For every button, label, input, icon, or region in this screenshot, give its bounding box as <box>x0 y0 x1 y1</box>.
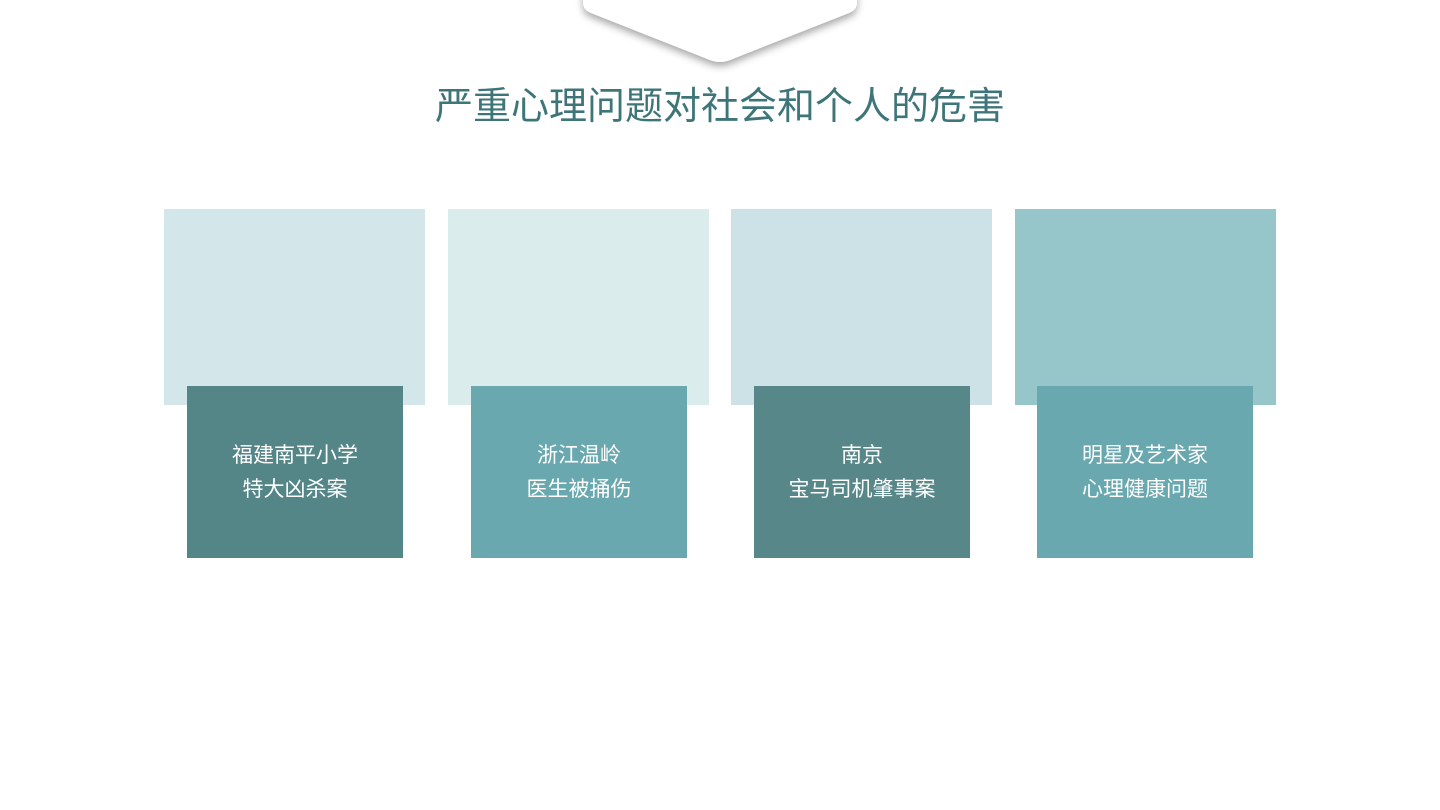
card-background <box>164 209 425 405</box>
card-background <box>731 209 992 405</box>
card-background <box>448 209 709 405</box>
card-label-line1: 福建南平小学 <box>232 443 358 467</box>
card-background <box>1015 209 1276 405</box>
card-label-line2: 宝马司机肇事案 <box>788 477 936 501</box>
card-label-line1: 明星及艺术家 <box>1082 443 1208 467</box>
card-label: 明星及艺术家 心理健康问题 <box>1037 386 1253 558</box>
card-label-line1: 南京 <box>841 443 883 467</box>
card-label: 南京 宝马司机肇事案 <box>754 386 970 558</box>
card-label-line2: 医生被捅伤 <box>526 477 632 501</box>
card-label-line1: 浙江温岭 <box>537 443 621 467</box>
card-label-line2: 特大凶杀案 <box>242 477 348 501</box>
card-label: 福建南平小学 特大凶杀案 <box>187 386 403 558</box>
page-title: 严重心理问题对社会和个人的危害 <box>434 84 1005 128</box>
top-tab-decoration <box>583 0 857 64</box>
card-label: 浙江温岭 医生被捅伤 <box>471 386 687 558</box>
card-label-line2: 心理健康问题 <box>1082 477 1208 501</box>
